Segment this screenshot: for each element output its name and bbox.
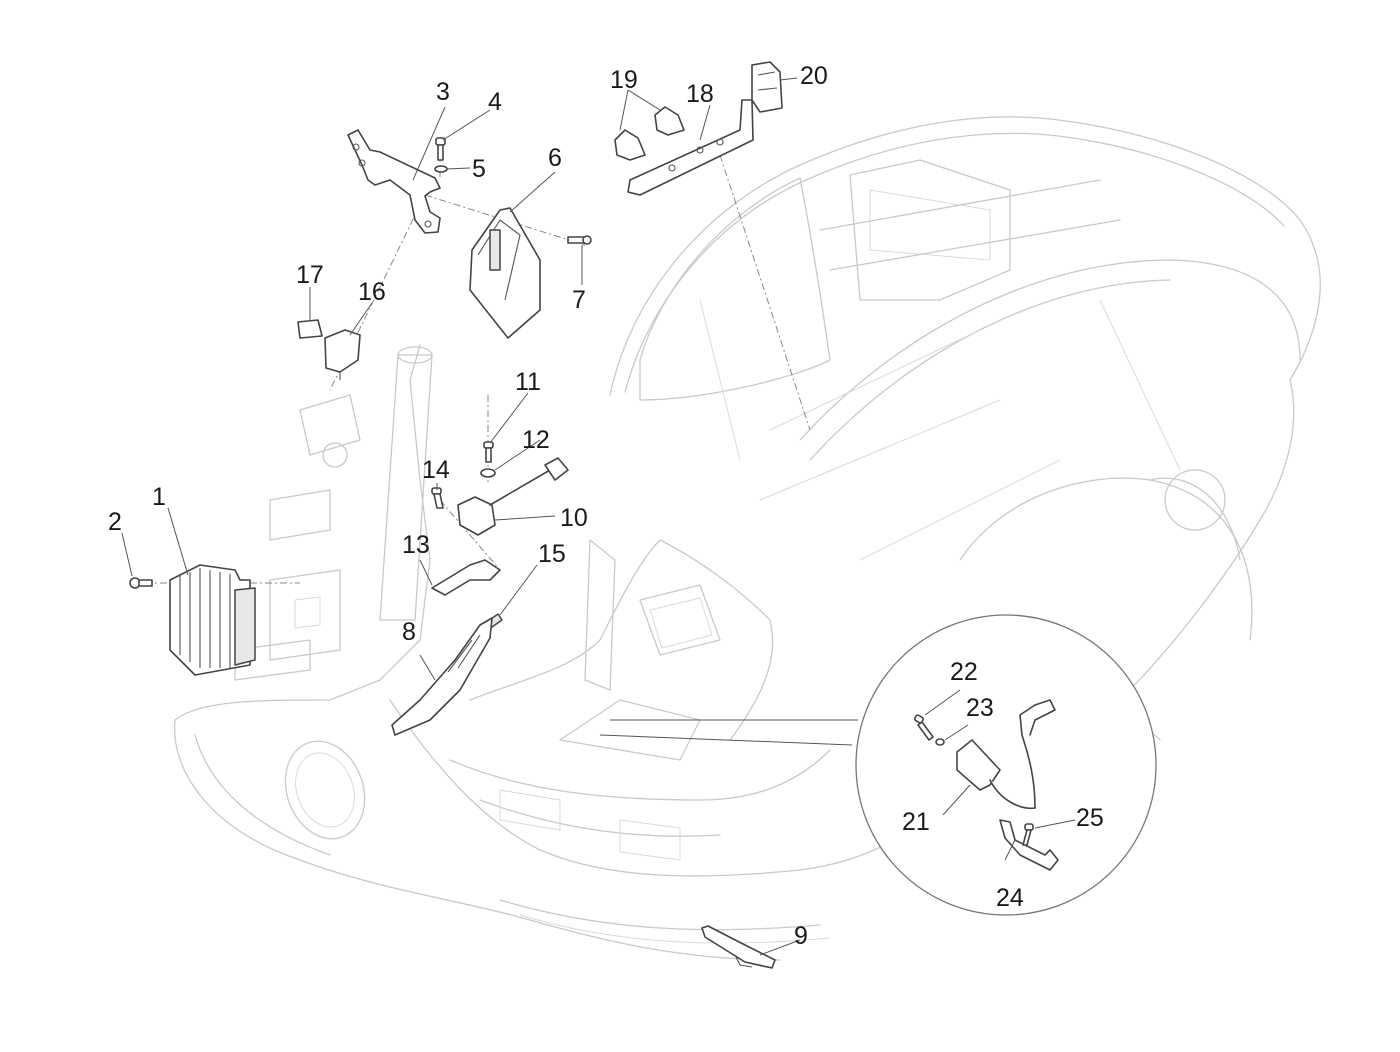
callout-8: 8 [402,618,416,646]
callout-3: 3 [436,78,450,106]
part-13-bracket [431,559,501,596]
callout-4: 4 [488,88,502,116]
leader-lines [121,77,1076,956]
part-24-bracket [999,819,1059,871]
part-7-screw [567,235,592,245]
part-21-ignition-coil [956,699,1056,809]
callout-25: 25 [1076,804,1104,832]
part-23-washer [935,738,945,746]
part-25-screw [1022,823,1034,846]
part-10-sensor [457,457,569,536]
callout-21: 21 [902,808,930,836]
part-19-clips [614,106,685,161]
callout-9: 9 [794,922,808,950]
part-16-relay [324,329,361,380]
callout-10: 10 [560,504,588,532]
part-3-bracket [347,129,441,234]
callout-15: 15 [538,540,566,568]
callout-19: 19 [610,66,638,94]
part-4-screw [435,137,446,161]
callout-20: 20 [800,62,828,90]
callout-1: 1 [152,483,166,511]
callout-7: 7 [572,286,586,314]
part-17-block [297,319,323,339]
assembly-line-6-7 [424,194,586,246]
part-9-trim [701,925,776,969]
part-2-screw [129,577,153,589]
callout-24: 24 [996,884,1024,912]
part-11-screw [483,441,494,463]
part-12-washer [480,468,496,478]
inset-detail-ignition-coil [599,614,1157,916]
callout-18: 18 [686,80,714,108]
callout-17: 17 [296,261,324,289]
assembly-line-14-15 [439,499,501,571]
callout-6: 6 [548,144,562,172]
part-5-washer [434,165,448,173]
scooter-body-outline [173,116,1321,961]
callout-16: 16 [358,278,386,306]
callout-2: 2 [108,508,122,536]
callout-13: 13 [402,531,430,559]
inset-pointer [599,719,858,746]
callout-11: 11 [515,368,541,396]
callout-5: 5 [472,155,486,183]
part-6-control-unit [469,207,541,339]
callout-labels: 1 2 3 4 5 6 7 8 9 10 11 12 13 14 15 16 1… [108,62,1104,950]
callout-14: 14 [422,456,450,484]
part-14-screw [431,487,444,509]
part-1-voltage-regulator [169,564,256,676]
callout-23: 23 [966,694,994,722]
callout-12: 12 [522,426,550,454]
assembly-line-18 [719,154,811,431]
part-22-screw [913,714,934,741]
callout-22: 22 [950,658,978,686]
part-20-connector [751,61,783,113]
part-18-bracket [627,99,754,196]
